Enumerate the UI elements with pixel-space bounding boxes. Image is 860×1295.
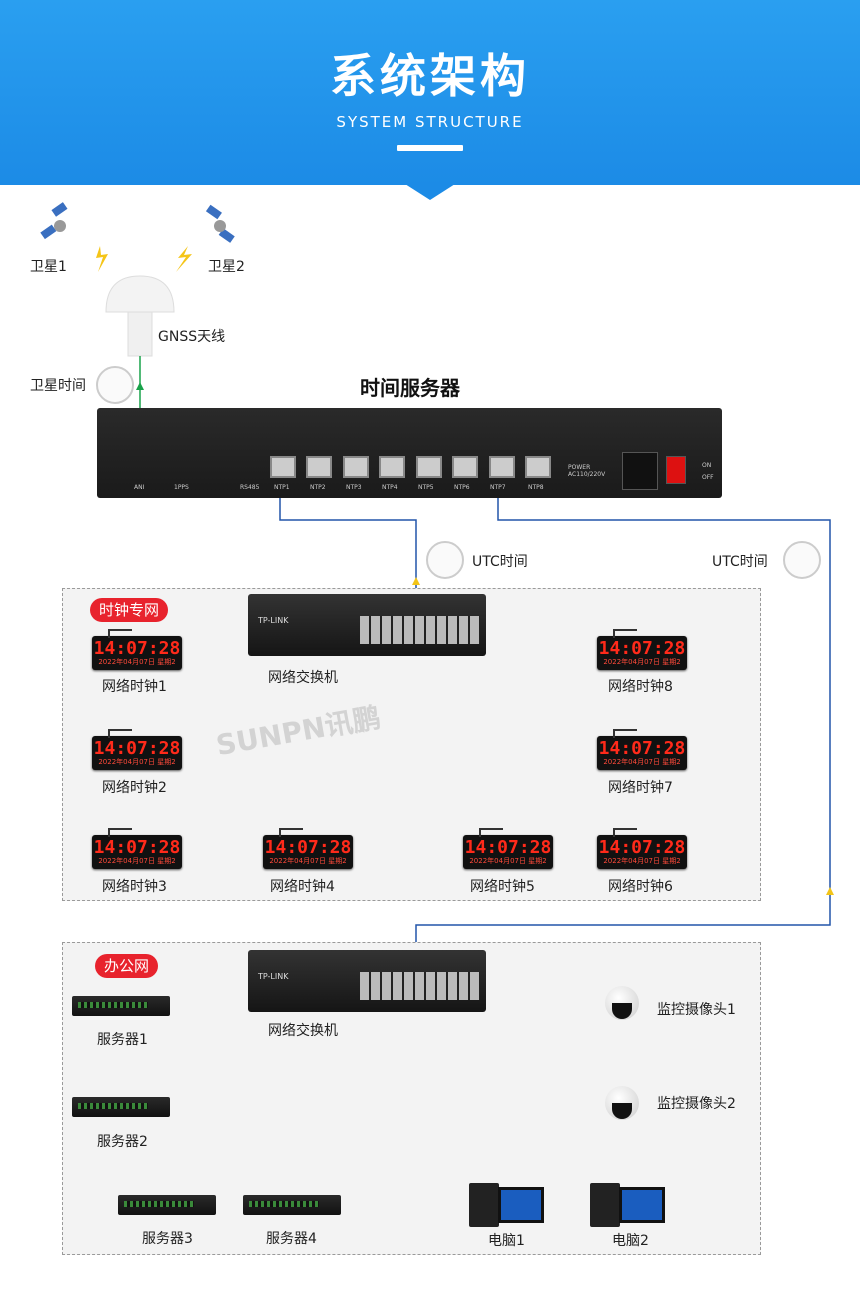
server-1-device	[72, 996, 170, 1016]
server-2-label: 服务器2	[97, 1134, 148, 1150]
on-label: ON	[702, 462, 712, 469]
office-network-tag: 办公网	[95, 954, 159, 978]
ntp3-port	[343, 456, 369, 478]
switch-ports	[360, 616, 480, 644]
gnss-antenna-label: GNSS天线	[158, 329, 226, 345]
time-server-device	[97, 408, 722, 498]
power-label: POWER AC110/220V	[568, 464, 606, 478]
title-underline	[397, 145, 463, 151]
clock-network-switch: TP-LINK	[248, 594, 486, 656]
page-subtitle: SYSTEM STRUCTURE	[336, 113, 524, 131]
network-clock-2-label: 网络时钟2	[102, 780, 167, 796]
ntp6-port	[452, 456, 478, 478]
network-clock-1-label: 网络时钟1	[102, 679, 167, 695]
switch-ports	[360, 972, 480, 1000]
pc-2-monitor-icon	[619, 1187, 665, 1223]
pc-2-label: 电脑2	[612, 1233, 649, 1249]
server-3-label: 服务器3	[142, 1231, 193, 1247]
camera-1-label: 监控摄像头1	[657, 1002, 736, 1018]
server-1-label: 服务器1	[97, 1032, 148, 1048]
power-switch[interactable]	[666, 456, 686, 484]
port-label: NTP3	[346, 484, 362, 491]
camera-1-icon	[605, 986, 639, 1020]
pc-2-tower-icon	[590, 1183, 620, 1227]
switch-brand: TP-LINK	[258, 972, 289, 981]
clock-network-tag: 时钟专网	[90, 598, 169, 622]
pc-1-tower-icon	[469, 1183, 499, 1227]
satellite-2-icon	[205, 204, 235, 243]
clock-switch-label: 网络交换机	[268, 670, 338, 686]
satellite-1-label: 卫星1	[30, 259, 67, 275]
camera-2-label: 监控摄像头2	[657, 1096, 736, 1112]
lightning-icon	[96, 246, 108, 272]
power-socket	[622, 452, 658, 490]
port-label: NTP2	[310, 484, 326, 491]
pc-1-label: 电脑1	[488, 1233, 525, 1249]
network-clock-8-label: 网络时钟8	[608, 679, 673, 695]
network-clock-3-label: 网络时钟3	[102, 879, 167, 895]
ntp4-port	[379, 456, 405, 478]
port-label: RS485	[240, 484, 260, 491]
time-server-title: 时间服务器	[360, 376, 460, 400]
ntp2-port	[306, 456, 332, 478]
port-label: NTP7	[490, 484, 506, 491]
ntp7-port	[489, 456, 515, 478]
wall-clock-icon	[783, 541, 821, 579]
switch-brand: TP-LINK	[258, 616, 289, 625]
port-label: NTP1	[274, 484, 290, 491]
port-label: NTP5	[418, 484, 434, 491]
header-banner: 系统架构 SYSTEM STRUCTURE	[0, 0, 860, 185]
wall-clock-icon	[96, 366, 134, 404]
port-label: NTP6	[454, 484, 470, 491]
network-clock-4-label: 网络时钟4	[270, 879, 335, 895]
satellite-time-label: 卫星时间	[30, 378, 86, 394]
server-4-label: 服务器4	[266, 1231, 317, 1247]
network-clock-5-label: 网络时钟5	[470, 879, 535, 895]
satellite-1-icon	[40, 202, 68, 240]
page-title: 系统架构	[330, 49, 530, 103]
port-label: NTP4	[382, 484, 398, 491]
network-clock-7-label: 网络时钟7	[608, 780, 673, 796]
port-label: 1PPS	[174, 484, 189, 491]
ntp8-port	[525, 456, 551, 478]
ntp1-port	[270, 456, 296, 478]
off-label: OFF	[702, 474, 714, 481]
office-network-switch: TP-LINK	[248, 950, 486, 1012]
office-switch-label: 网络交换机	[268, 1023, 338, 1039]
camera-2-icon	[605, 1086, 639, 1120]
lightning-icon	[176, 246, 192, 272]
wall-clock-icon	[426, 541, 464, 579]
port-label: ANI	[134, 484, 145, 491]
server-2-device	[72, 1097, 170, 1117]
server-4-device	[243, 1195, 341, 1215]
satellite-2-label: 卫星2	[208, 259, 245, 275]
ntp5-port	[416, 456, 442, 478]
utc-time-label-left: UTC时间	[472, 554, 528, 570]
port-label: NTP8	[528, 484, 544, 491]
pc-1-monitor-icon	[498, 1187, 544, 1223]
header-notch	[405, 184, 455, 200]
utc-time-label-right: UTC时间	[712, 554, 768, 570]
network-clock-6-label: 网络时钟6	[608, 879, 673, 895]
server-3-device	[118, 1195, 216, 1215]
